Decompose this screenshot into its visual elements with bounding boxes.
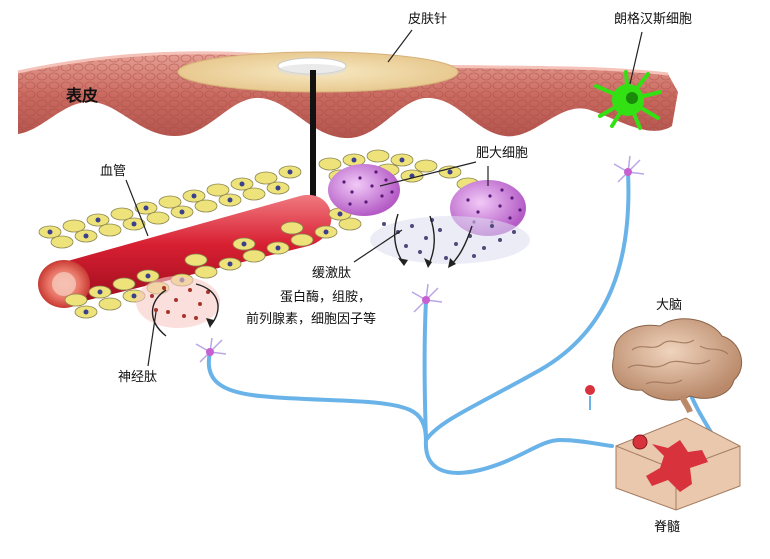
spinal-cord (615, 417, 741, 511)
released-mediators (370, 216, 530, 264)
skin-needle (177, 51, 459, 222)
label-mediators-line1: 蛋白酶，组胺， (280, 290, 372, 305)
nerve-endings (195, 155, 645, 363)
label-epidermis: 表皮 (66, 86, 99, 105)
red-marker (585, 385, 595, 410)
leader-lines (125, 29, 643, 367)
arrowheads (206, 258, 456, 328)
label-brain: 大脑 (656, 298, 683, 313)
brain (612, 318, 743, 414)
neuropeptide-cloud (136, 276, 220, 328)
yellow-cells-band-upper (38, 149, 480, 249)
mast-cell-left (328, 164, 400, 216)
label-langerhans-cell: 朗格汉斯细胞 (614, 12, 693, 27)
label-skin-needle: 皮肤针 (408, 12, 448, 27)
label-neuropeptide: 神经肽 (118, 370, 158, 385)
label-spinal-cord: 脊髓 (654, 520, 681, 535)
label-mediators-line2: 前列腺素，细胞因子等 (246, 312, 377, 327)
langerhans-cell (594, 70, 662, 130)
label-blood-vessel: 血管 (100, 164, 127, 179)
nerve-ending-nuclei (206, 168, 632, 356)
label-bradykinin: 缓激肽 (312, 266, 352, 281)
label-mast-cell: 肥大细胞 (476, 146, 529, 161)
